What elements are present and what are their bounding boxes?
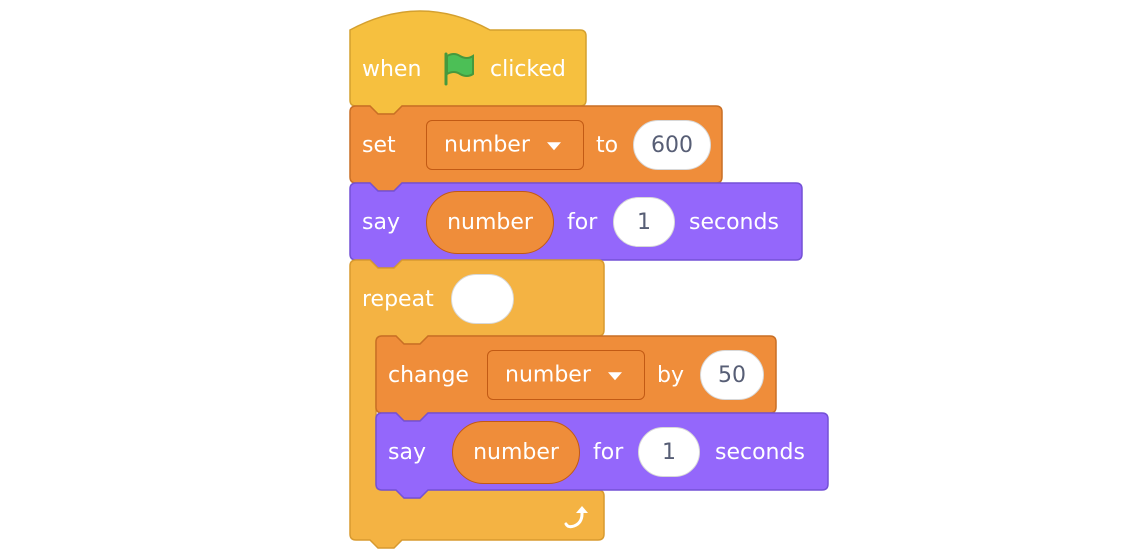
say-2-seconds-label: seconds [715,440,805,465]
change-variable-name: number [505,362,591,388]
dropdown-arrow-icon [608,372,622,381]
say-2-label: say [388,440,426,465]
loop-arrow-icon [564,506,588,529]
change-variable-dropdown[interactable]: number [487,350,645,400]
set-variable-name: number [444,132,530,158]
say-1-for-label: for [567,210,598,235]
hat-when-label: when [362,57,422,82]
say-1-number-reporter[interactable]: number [426,191,554,254]
repeat-label: repeat [362,287,434,312]
say-2-for-label: for [593,440,624,465]
change-value-input[interactable]: 50 [700,350,764,400]
set-to-label: to [596,133,619,158]
say-2-seconds-input[interactable]: 1 [638,427,700,477]
say-1-label: say [362,210,400,235]
set-value-input[interactable]: 600 [633,120,711,170]
set-label: set [362,133,396,158]
green-flag-icon[interactable] [440,50,478,88]
change-label: change [388,363,469,388]
say-1-seconds-input[interactable]: 1 [613,197,675,247]
repeat-times-input[interactable] [451,274,514,324]
say-2-number-reporter[interactable]: number [452,421,580,484]
set-variable-dropdown[interactable]: number [426,120,584,170]
change-by-label: by [657,363,684,388]
dropdown-arrow-icon [547,142,561,151]
say-1-seconds-label: seconds [689,210,779,235]
hat-clicked-label: clicked [490,57,566,82]
